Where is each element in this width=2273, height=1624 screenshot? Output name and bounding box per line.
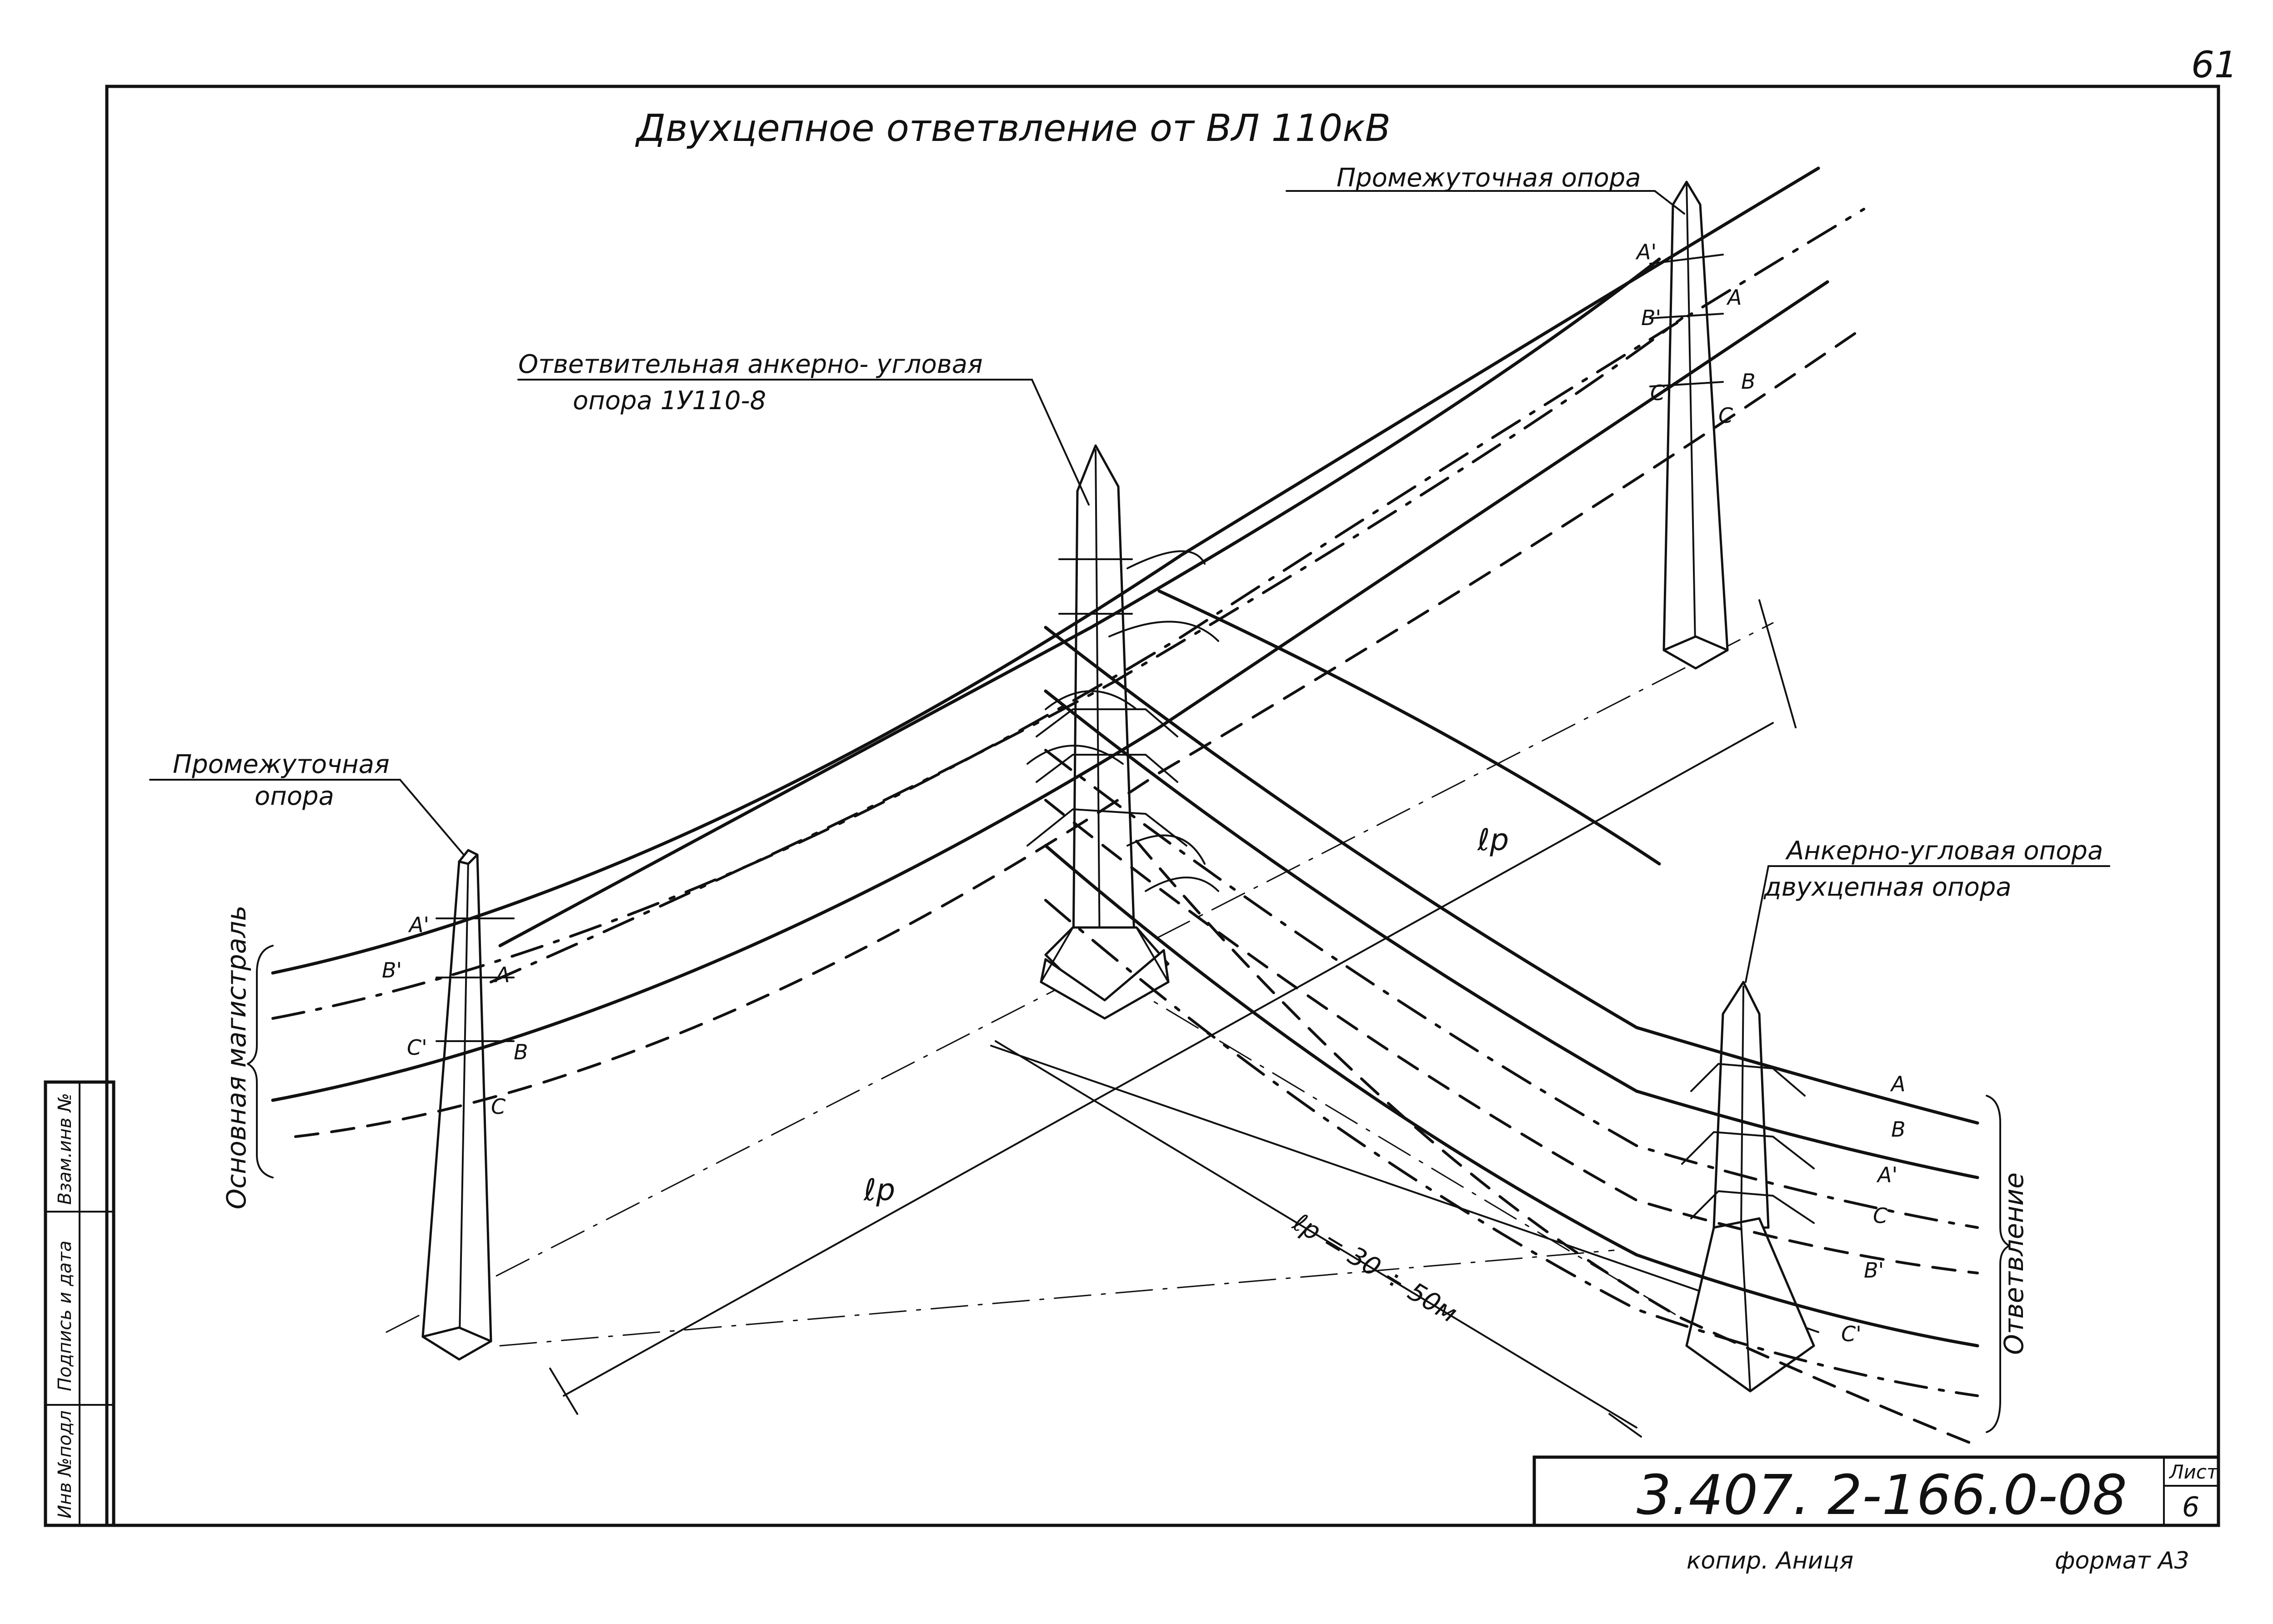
label-span-lp-1: ℓр [1477,822,1509,857]
phase-label: А' [408,912,429,937]
tower-right-anchor [1681,981,1815,1393]
phase-label: В [514,1040,528,1064]
phase-label: А' [1635,240,1657,264]
label-span-lp-2: ℓр [863,1173,895,1208]
insulator-arcs [1026,550,1219,892]
phase-labels-top: А' В' А С' В С [1635,240,1756,428]
phase-label: С' [407,1035,427,1060]
stamp-vzam-inv: Взам.инв № [55,1093,75,1205]
phase-label: В [1891,1117,1906,1142]
label-branch: Ответвление [1998,1173,2029,1355]
format-note: формат А3 [2055,1547,2189,1574]
phase-label: В' [1864,1258,1884,1283]
stamp-inv-podl: Инв №подл [55,1410,75,1519]
phase-label: С [1873,1203,1887,1228]
phase-label: С' [1841,1322,1862,1346]
doc-code: 3.407. 2-166.0-08 [1637,1464,2127,1527]
label-anchor-double-1: Анкерно-угловая опора [1785,836,2103,866]
drawing-frame [105,85,2220,1527]
phase-label: С' [1650,381,1671,405]
label-branch-anchor-1: Ответвительная анкерно- угловая [518,350,983,379]
phase-labels-left: А' В' А С' В С [382,912,528,1119]
side-stamp: Взам.инв № Подпись и дата Инв №подл [44,1080,115,1527]
label-span-lp-range: ℓр = 30 ÷ 50м [1287,1208,1462,1329]
phase-label: В' [1641,306,1661,330]
label-intermediate-left-1: Промежуточная [173,750,390,779]
phase-label: С [1718,403,1733,428]
phase-label: А' [1876,1163,1898,1187]
phase-label: В' [382,958,402,982]
conductors-main-line [271,166,1865,1138]
conductors-branch [1044,589,1979,1447]
stamp-signature-date: Подпись и дата [55,1241,75,1391]
phase-label: А [1890,1072,1905,1096]
label-anchor-double-2: двухцепная опора [1763,872,2012,902]
drawing-title: Двухцепное ответвление от ВЛ 110кВ [635,107,1391,150]
sheet-number: 6 [2182,1491,2199,1523]
tower-center-anchor [1026,444,1187,1020]
label-intermediate-top: Промежуточная опора [1337,163,1641,193]
title-block: 3.407. 2-166.0-08 Лист 6 [1532,1455,2220,1527]
phase-labels-right: А В А' С В' С' [1841,1072,1906,1346]
label-main-line: Основная магистраль [221,905,252,1209]
label-branch-anchor-2: опора 1У110-8 [573,386,766,416]
phase-label: С [491,1094,506,1119]
phase-label: В [1741,369,1756,394]
dimension-lines [386,599,1819,1438]
sheet-label: Лист [2168,1461,2218,1483]
tower-top-intermediate [1649,180,1729,670]
page-number: 61 [2191,44,2238,86]
phase-label: А [1726,285,1742,310]
copier-note: копир. Аниця [1687,1547,1853,1574]
label-intermediate-left-2: опора [255,782,334,811]
phase-label: А [494,962,510,987]
